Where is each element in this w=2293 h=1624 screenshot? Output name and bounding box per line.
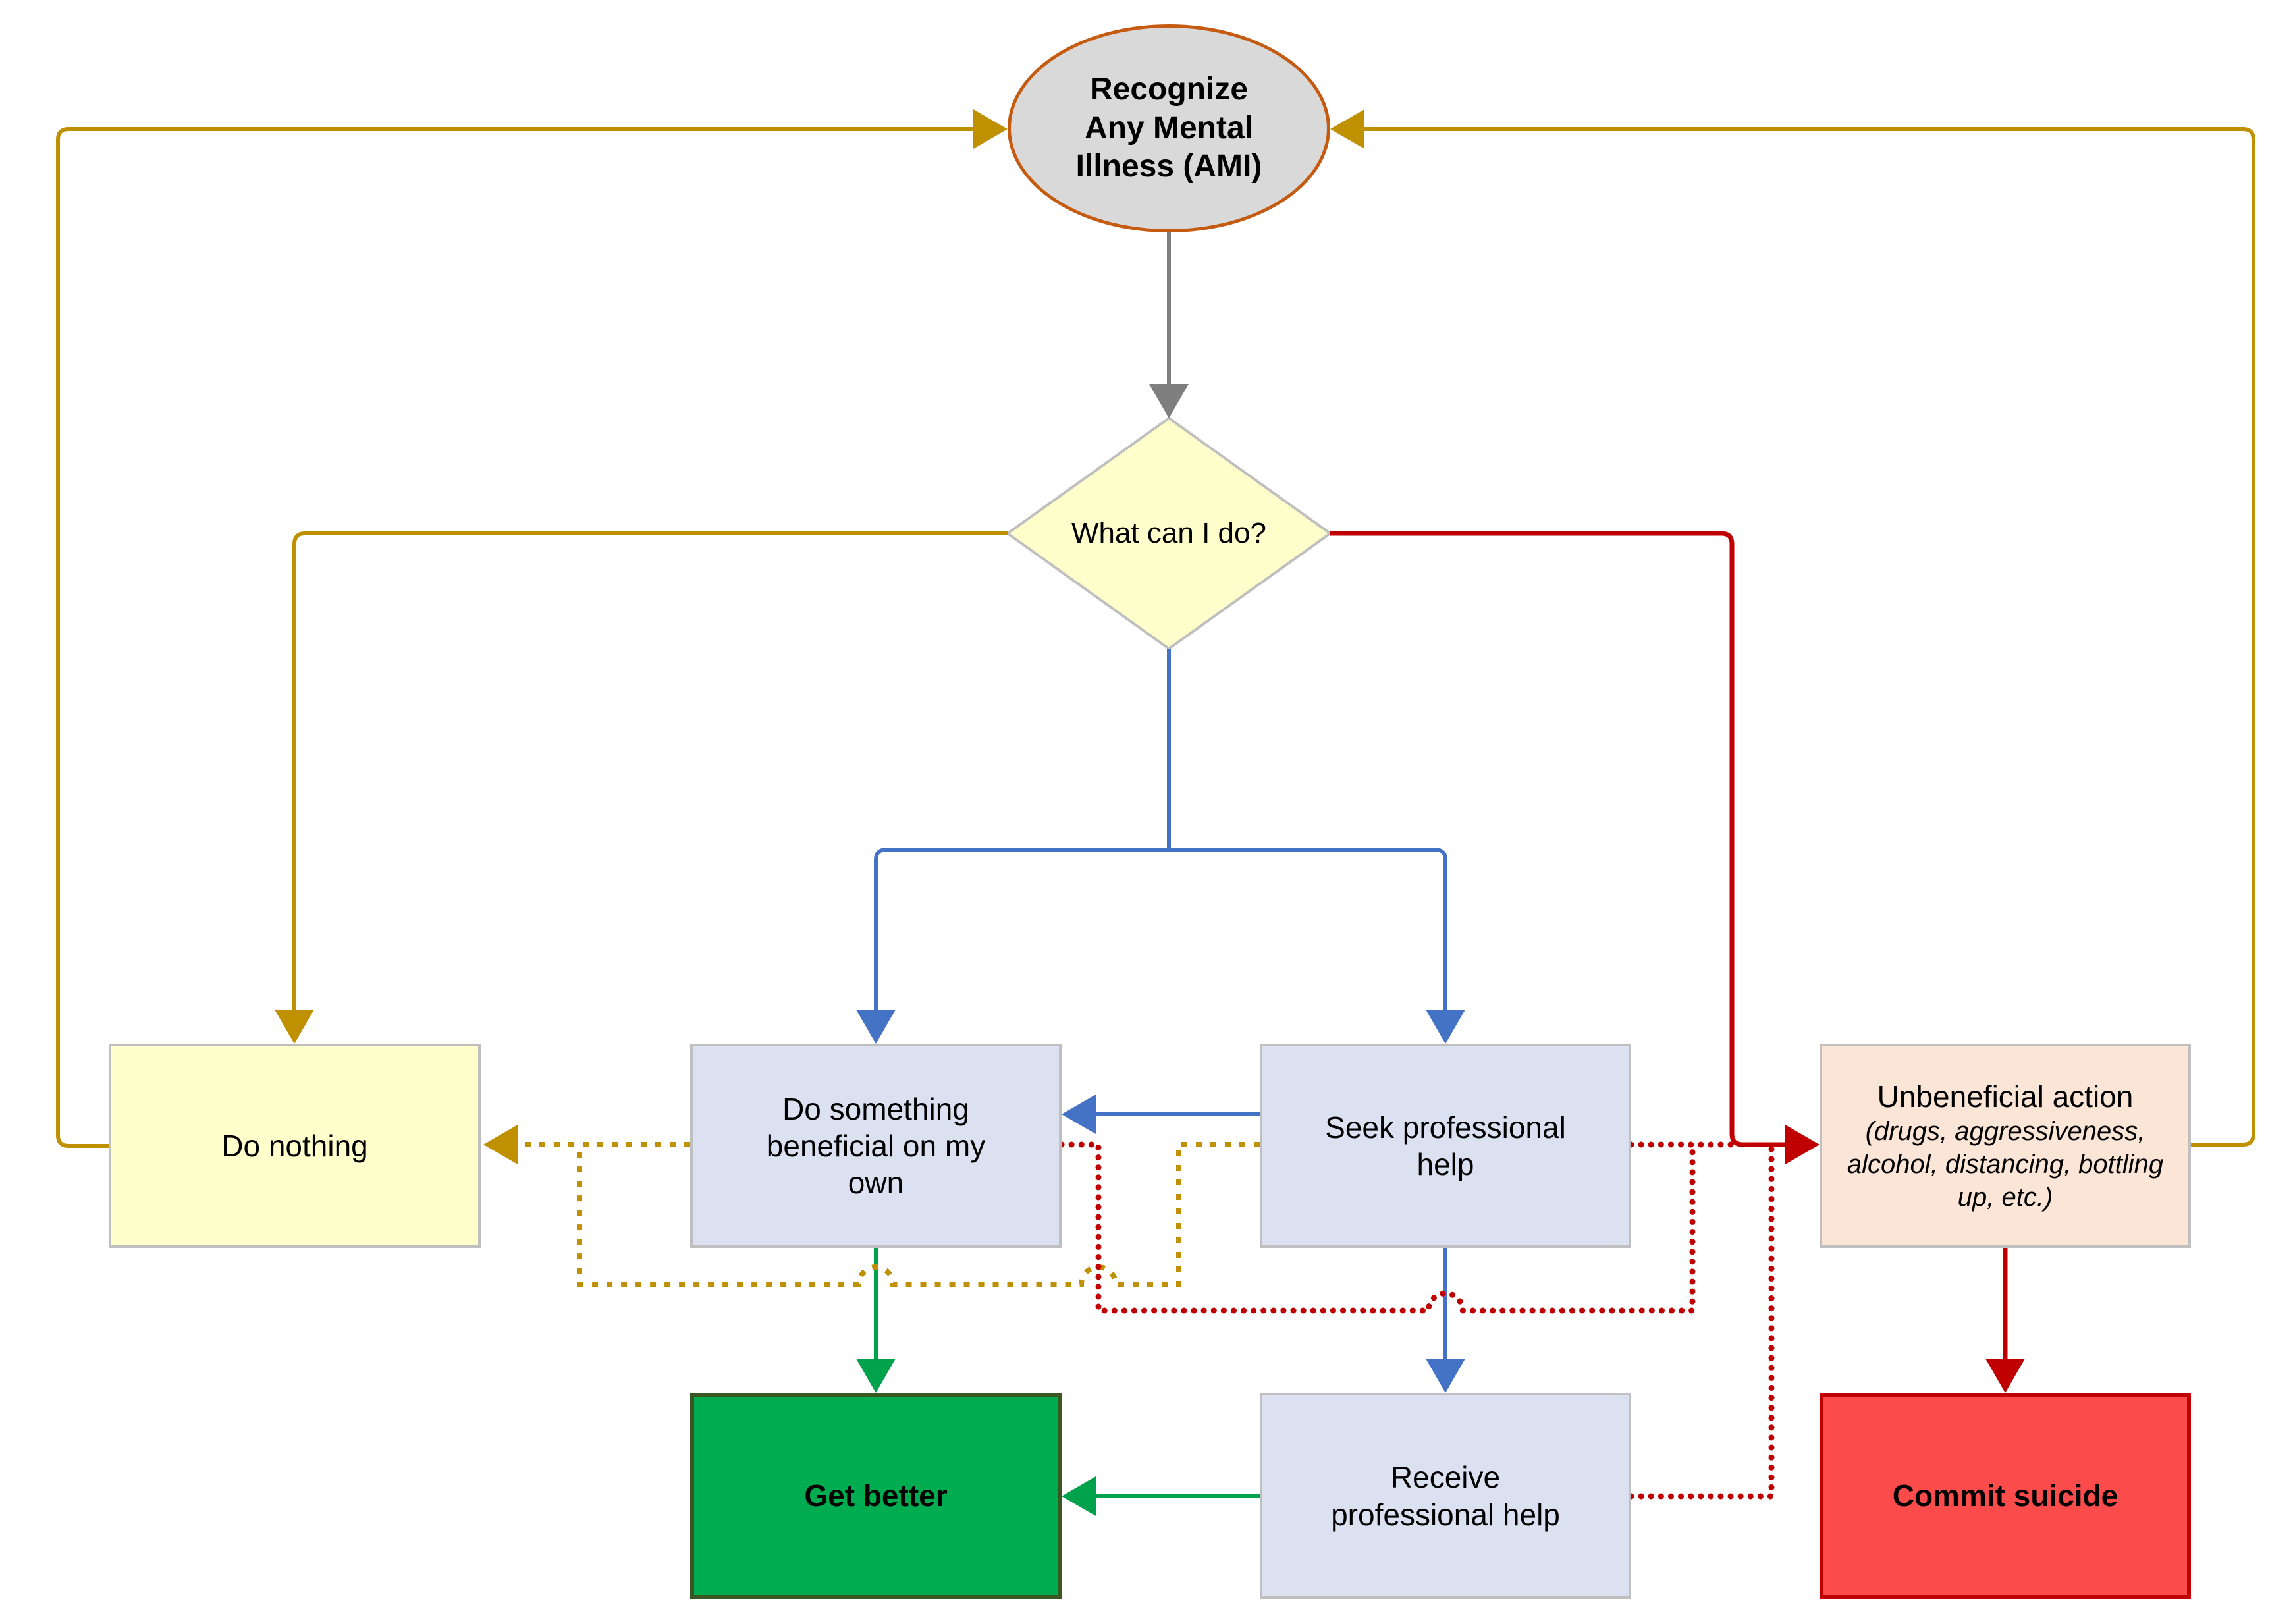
edge-receive-to-unbeneficial-dotted [1628,1141,1775,1500]
receive-help-label: Receive professional help [1331,1460,1560,1532]
arrowhead-into-decision [1149,384,1189,418]
arrowhead-into-do-something-top [856,1010,896,1044]
seek-help-label: Seek professional help [1325,1110,1566,1181]
node-seek-professional-help: Seek professional help [1260,1044,1631,1248]
unbeneficial-label: Unbeneficial action [1877,1079,2134,1114]
arrowhead-into-do-something-right [1062,1095,1096,1134]
arrowhead-into-unbeneficial-left [1785,1125,1820,1164]
do-something-label: Do something beneficial on my own [766,1091,986,1201]
commit-suicide-label: Commit suicide [1892,1478,2118,1513]
arrowhead-into-ami-right [1330,109,1364,149]
edge-seek-to-do-nothing-dotted [577,1142,1260,1287]
ami-label-line: Recognize [1089,72,1249,107]
do-nothing-label: Do nothing [221,1128,368,1163]
arrowhead-into-do-nothing-right [483,1125,518,1164]
edge-unbeneficial-to-ami [1364,127,2255,1147]
ami-label-line: Illness (AMI) [1075,149,1262,184]
arrowhead-into-receive-top [1426,1359,1465,1393]
node-decision-what-can-i-do: What can I do? [1024,497,1314,570]
node-unbeneficial-action: Unbeneficial action (drugs, aggressivene… [1820,1044,2191,1248]
get-better-label: Get better [804,1478,948,1513]
node-receive-professional-help: Receive professional help [1260,1393,1631,1599]
node-do-nothing: Do nothing [109,1044,481,1248]
arrowhead-into-ami-left [973,109,1008,149]
decision-label: What can I do? [1071,517,1266,550]
arrowhead-into-get-better-right [1062,1476,1096,1516]
node-do-something-beneficial: Do something beneficial on my own [690,1044,1062,1248]
unbeneficial-sublabel: (drugs, aggressiveness, alcohol, distanc… [1847,1117,2164,1212]
edge-do-something-to-unbeneficial-dotted [1058,1141,1696,1314]
ami-label-line: Any Mental [1084,110,1254,146]
edge-decision-split-branches [874,848,1447,1010]
arrowhead-into-do-nothing-top [275,1010,314,1044]
edge-do-nothing-to-ami [56,127,973,1148]
edge-decision-to-do-nothing [292,531,1008,1010]
node-commit-suicide: Commit suicide [1820,1393,2191,1599]
arrowhead-into-seek-top [1426,1010,1465,1044]
arrowhead-into-commit-top [1985,1359,2025,1393]
edge-decision-to-unbeneficial [1330,531,1785,1147]
node-recognize-ami: Recognize Any Mental Illness (AMI) [1008,24,1330,232]
node-get-better: Get better [690,1393,1062,1599]
arrowhead-into-get-better-top [856,1359,896,1393]
